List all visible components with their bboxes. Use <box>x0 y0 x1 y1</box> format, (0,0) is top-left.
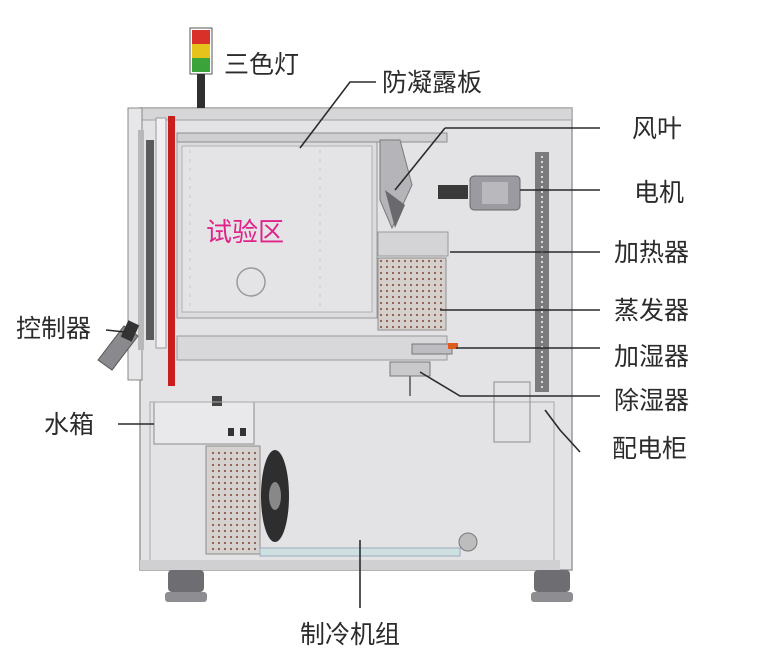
water-tank <box>153 396 255 445</box>
door-frame <box>127 107 167 381</box>
leader-fan-diag <box>394 127 446 191</box>
label-tricolor-light: 三色灯 <box>224 50 300 79</box>
leader-lines <box>105 81 600 608</box>
controller <box>97 320 140 371</box>
label-anti-condensation-plate: 防凝露板 <box>382 68 483 97</box>
fan-blade <box>379 139 413 230</box>
machine-feet <box>140 560 573 602</box>
humidifier <box>411 343 458 355</box>
leader-dehumidifier <box>419 371 600 397</box>
anti-condensation-plate <box>176 132 448 143</box>
label-heater: 加热器 <box>614 238 690 267</box>
leader-distribution <box>544 409 581 453</box>
test-zone-floor <box>176 335 448 361</box>
heater <box>377 231 449 257</box>
label-water-tank: 水箱 <box>44 410 95 439</box>
right-rack <box>535 152 549 392</box>
cabinet-top-strip <box>139 107 573 121</box>
door-seal <box>168 116 175 386</box>
label-motor: 电机 <box>634 178 685 207</box>
leader-controller <box>105 329 126 333</box>
motor <box>438 175 521 211</box>
test-zone-area <box>176 139 378 319</box>
label-test-zone: 试验区 <box>206 218 285 248</box>
evaporator <box>377 257 447 331</box>
label-humidifier: 加湿器 <box>614 342 690 371</box>
label-refrigeration-unit: 制冷机组 <box>300 620 401 649</box>
label-controller: 控制器 <box>16 314 92 343</box>
label-distribution-cabinet: 配电柜 <box>612 434 688 463</box>
tricolor-light <box>189 27 213 108</box>
label-dehumidifier: 除湿器 <box>614 386 690 415</box>
leader-anti-condensation <box>299 81 376 149</box>
condenser-fan <box>261 450 289 542</box>
label-fan-blade: 风叶 <box>632 114 683 143</box>
label-evaporator: 蒸发器 <box>614 296 690 325</box>
